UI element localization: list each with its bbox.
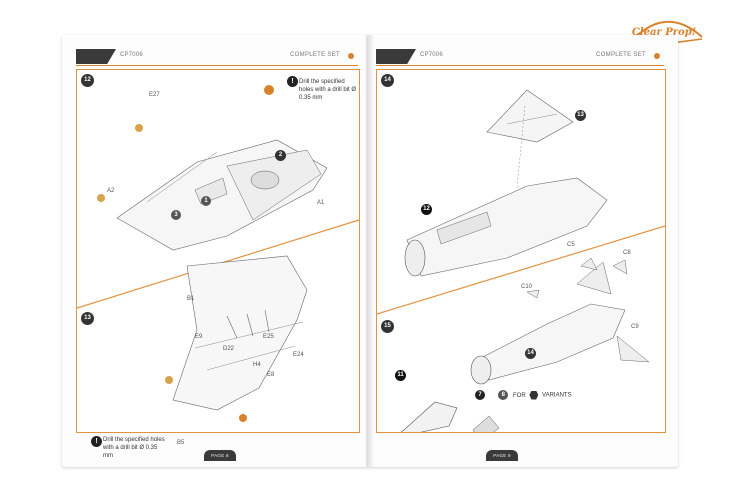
part-label: E9 <box>195 334 203 340</box>
set-label: COMPLETE SET <box>596 52 646 58</box>
part-label: A2 <box>107 188 115 194</box>
brand-logo-text: Clear Prop! <box>631 27 697 38</box>
assembly-drawing <box>377 89 665 432</box>
variants-legend: 7 8 FOR VARIANTS <box>475 390 572 400</box>
header-dot-icon <box>348 53 354 59</box>
kit-code: CP7006 <box>120 52 143 58</box>
exclamation-icon: ! <box>287 76 298 87</box>
part-label: E24 <box>293 352 304 358</box>
part-label: B5 <box>177 440 185 446</box>
page-header: CP7006 COMPLETE SET <box>376 49 664 66</box>
left-page: CP7006 COMPLETE SET <box>62 35 368 467</box>
page-footer: PAGE 9 <box>486 450 518 461</box>
header-dot-icon <box>654 53 660 59</box>
callout-number: 14 <box>525 348 536 359</box>
step-number: 15 <box>381 320 394 333</box>
step-number: 14 <box>381 74 394 87</box>
part-label: B1 <box>187 296 195 302</box>
callout-number: 3 <box>171 210 181 220</box>
part-label: E8 <box>267 372 275 378</box>
part-label: H4 <box>253 362 261 368</box>
callout-number: 12 <box>421 204 432 215</box>
variants-label: VARIANTS <box>542 392 572 399</box>
callout-number: 13 <box>575 110 586 121</box>
assembly-drawing <box>77 85 359 422</box>
set-label: COMPLETE SET <box>290 52 340 58</box>
steps-panel: 12 ! Drill the specified holes with a dr… <box>76 69 360 459</box>
part-label: E27 <box>149 92 160 98</box>
callout-number: 8 <box>498 390 509 400</box>
part-label: C8 <box>623 250 631 256</box>
step-note: Drill the specified holes with a drill b… <box>299 79 357 101</box>
part-label: A1 <box>317 200 325 206</box>
right-page: CP7006 COMPLETE SET <box>368 35 678 467</box>
header-logo-icon <box>76 49 116 64</box>
page-header: CP7006 COMPLETE SET <box>76 49 358 66</box>
variants-for-text: FOR <box>513 392 526 399</box>
part-label: C9 <box>631 324 639 330</box>
part-label: C10 <box>521 284 533 290</box>
step-number: 12 <box>81 74 94 87</box>
callout-number: 1 <box>201 196 211 206</box>
instruction-booklet: CP7006 COMPLETE SET <box>62 35 678 467</box>
part-label: C5 <box>567 242 575 248</box>
part-label: D22 <box>223 346 235 352</box>
page-footer: PAGE 8 <box>204 450 236 461</box>
step-note: Drill the specified holes with a drill b… <box>103 437 165 459</box>
header-logo-icon <box>376 49 416 64</box>
callout-number: 2 <box>275 150 286 161</box>
exclamation-icon: ! <box>91 436 102 447</box>
kit-code: CP7006 <box>420 52 443 58</box>
booklet-spine <box>364 35 374 467</box>
callout-number: 7 <box>475 390 485 400</box>
step-number: 13 <box>81 312 94 325</box>
steps-panel: 14 13 12 15 C5 C8 C10 C9 11 14 7 8 FOR V… <box>376 69 666 433</box>
callout-number: 11 <box>395 370 406 381</box>
variant-hex-icon <box>529 390 539 400</box>
part-label: E25 <box>263 334 274 340</box>
